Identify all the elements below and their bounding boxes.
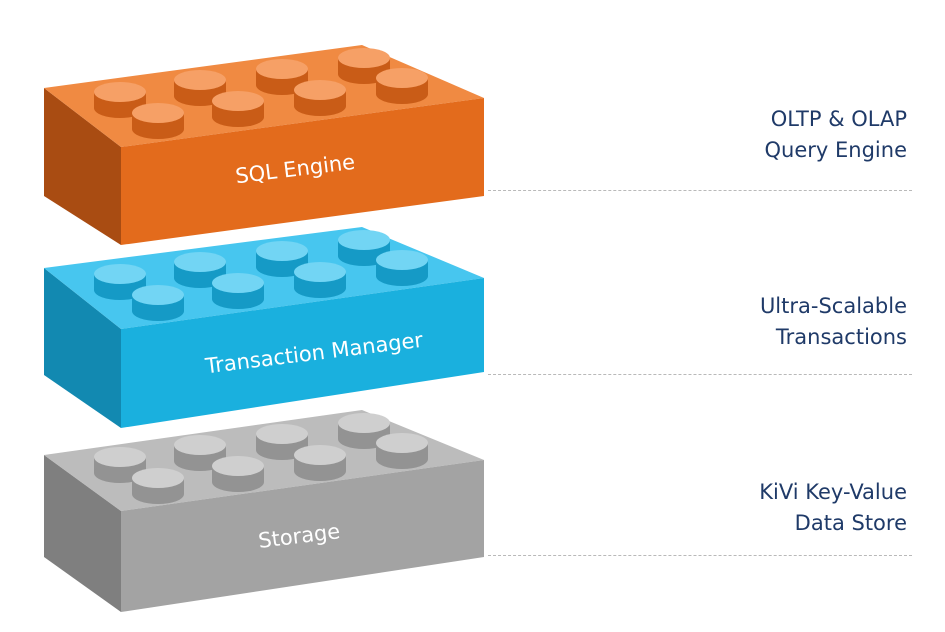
divider-sql-engine (488, 190, 912, 191)
stud-cap (132, 285, 184, 305)
brick-side-face (44, 268, 121, 428)
description-line: Query Engine (764, 138, 907, 162)
stud-cap (132, 103, 184, 123)
stud-base (294, 278, 346, 298)
stud-base (132, 301, 184, 321)
stud-base (376, 266, 428, 286)
stud-cap (294, 262, 346, 282)
stud-base (294, 461, 346, 481)
stud-cap (338, 413, 390, 433)
stud-base (376, 84, 428, 104)
brick-sql-engine: SQL Engine (44, 45, 484, 245)
description-line: Transactions (775, 325, 907, 349)
brick-storage: Storage (44, 410, 484, 612)
brick-studs (94, 48, 428, 139)
stud-cap (294, 80, 346, 100)
description-line: OLTP & OLAP (770, 107, 907, 131)
brick-front-face (121, 98, 484, 245)
brick-side-face (44, 88, 121, 245)
description-line: Ultra-Scalable (759, 294, 907, 318)
divider-transaction-manager (488, 374, 912, 375)
divider-storage (488, 555, 912, 556)
stud-base (132, 119, 184, 139)
stud-cap (132, 468, 184, 488)
stud-cap (338, 230, 390, 250)
stud-cap (376, 250, 428, 270)
stud-cap (174, 435, 226, 455)
stud-cap (174, 252, 226, 272)
brick-front-face (121, 278, 484, 428)
description-line: KiVi Key-Value (759, 480, 907, 504)
brick-studs (94, 230, 428, 321)
brick-front-face (121, 460, 484, 612)
stud-cap (174, 70, 226, 90)
stud-cap (256, 241, 308, 261)
stud-base (294, 96, 346, 116)
stud-cap (94, 447, 146, 467)
description-line: Data Store (794, 511, 907, 535)
stud-cap (376, 433, 428, 453)
stud-base (376, 449, 428, 469)
description-storage: KiVi Key-Value Data Store (759, 477, 907, 539)
stud-base (212, 107, 264, 127)
stud-cap (94, 264, 146, 284)
stud-cap (338, 48, 390, 68)
stud-base (212, 472, 264, 492)
brick-side-face (44, 455, 121, 612)
stud-cap (256, 424, 308, 444)
stud-cap (212, 273, 264, 293)
stud-cap (212, 456, 264, 476)
stud-cap (212, 91, 264, 111)
brick-transaction-manager: Transaction Manager (44, 227, 484, 428)
stud-base (132, 484, 184, 504)
description-sql-engine: OLTP & OLAP Query Engine (765, 104, 907, 166)
description-transaction-manager: Ultra-Scalable Transactions (760, 291, 907, 353)
stud-base (212, 289, 264, 309)
brick-studs (94, 413, 428, 504)
stud-cap (94, 82, 146, 102)
stud-cap (294, 445, 346, 465)
stud-cap (376, 68, 428, 88)
stud-cap (256, 59, 308, 79)
